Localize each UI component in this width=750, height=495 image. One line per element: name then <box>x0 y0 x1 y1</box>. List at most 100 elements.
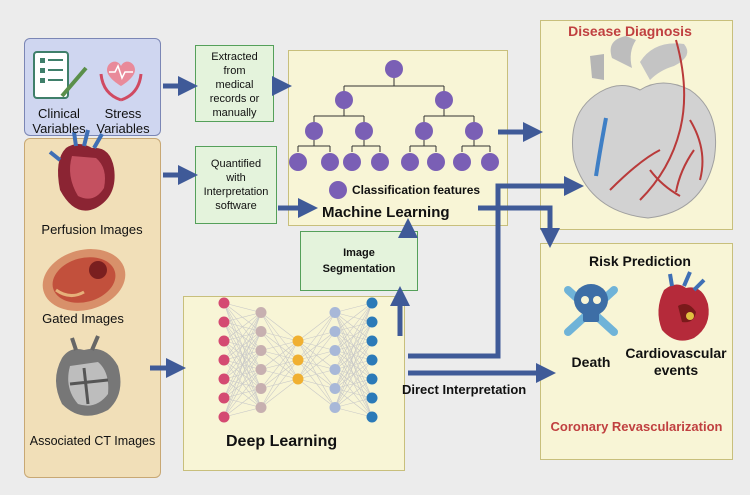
machine-learning-title: Machine Learning <box>322 204 450 221</box>
clinical-label-line-2: Variables <box>32 121 86 136</box>
nn-node <box>366 411 378 423</box>
nn-edge <box>334 378 373 408</box>
extracted-line: manually <box>212 107 257 119</box>
nn-node <box>329 383 341 394</box>
nn-edge <box>260 340 299 370</box>
nn-edge <box>223 407 262 418</box>
neural-network <box>223 302 373 418</box>
ct-heart-icon <box>56 335 121 416</box>
gated-images-label: Gated Images <box>42 311 124 326</box>
classification-features-label: Classification features <box>352 183 481 197</box>
cardiovascular-label-line-2: events <box>653 362 699 378</box>
nn-edge <box>334 302 373 351</box>
perfusion-heart-icon <box>48 129 115 211</box>
skull-crossbones-icon <box>564 284 618 336</box>
extracted-line: records or <box>209 93 260 105</box>
quantified-line: with <box>226 172 246 184</box>
clinical-label-line-1: Clinical <box>38 106 80 121</box>
direct-interpretation-label: Direct Interpretation <box>402 382 527 397</box>
nn-node <box>218 373 230 385</box>
nn-node <box>366 335 378 347</box>
nn-node <box>218 411 230 423</box>
anatomical-heart-icon <box>571 36 717 219</box>
nn-edge <box>297 369 336 380</box>
death-label: Death <box>571 354 611 370</box>
nn-node <box>218 392 230 404</box>
nn-edge <box>223 331 262 418</box>
nn-node <box>255 383 267 394</box>
nn-edge <box>334 302 373 313</box>
nn-node <box>218 316 230 328</box>
nn-edge <box>334 397 373 408</box>
nn-node <box>366 297 378 309</box>
extracted-text: Extracted from medical records or manual… <box>196 50 273 120</box>
nn-node <box>329 326 341 337</box>
segmentation-text: Image Segmentation <box>300 245 418 277</box>
nn-edge <box>297 378 336 389</box>
nn-edge <box>260 340 299 408</box>
neural-nodes <box>218 297 378 423</box>
tree-nodes <box>289 60 499 199</box>
nn-edge <box>260 312 299 342</box>
perfusion-images-label: Perfusion Images <box>41 222 143 237</box>
nn-edge <box>297 312 336 380</box>
nn-edge <box>297 350 336 380</box>
nn-edge <box>223 312 262 361</box>
risk-prediction-title: Risk Prediction <box>589 253 691 269</box>
segmentation-box <box>300 231 418 291</box>
nn-node <box>255 364 267 375</box>
nn-node <box>255 345 267 356</box>
nn-node <box>366 392 378 404</box>
nn-edge <box>260 359 299 408</box>
decision-tree <box>297 78 491 152</box>
nn-node <box>218 297 230 309</box>
nn-edge <box>223 388 262 418</box>
nn-node <box>292 335 304 347</box>
deep-learning-title: Deep Learning <box>226 433 338 450</box>
checklist-icon <box>33 51 88 99</box>
nn-node <box>255 326 267 337</box>
nn-node <box>329 364 341 375</box>
nn-node <box>366 373 378 385</box>
disease-diagnosis-title: Disease Diagnosis <box>568 23 692 39</box>
gated-slice-icon <box>42 249 126 311</box>
quantified-line: Quantified <box>210 158 262 170</box>
nn-node <box>255 307 267 318</box>
nn-edge <box>223 312 262 418</box>
nn-node <box>218 354 230 366</box>
extracted-line: Extracted <box>211 51 258 63</box>
quantified-line: Interpretation <box>203 186 269 198</box>
nn-edge <box>260 340 299 351</box>
nn-edge <box>260 378 299 408</box>
nn-edge <box>334 321 373 408</box>
nn-edge <box>334 340 373 408</box>
nn-edge <box>223 302 262 313</box>
nn-edge <box>297 378 336 408</box>
ct-images-label: Associated CT Images <box>29 434 156 448</box>
nn-node <box>292 354 304 366</box>
coronary-revascularization-label: Coronary Revascularization <box>550 419 723 434</box>
quantified-box <box>195 146 277 224</box>
nn-edge <box>260 331 299 342</box>
nn-node <box>329 307 341 318</box>
nn-edge <box>334 407 373 418</box>
quantified-text: Quantified with Interpretation software <box>196 157 276 213</box>
nn-node <box>366 316 378 328</box>
cardiovascular-label-line-1: Cardiovascular <box>625 345 727 361</box>
extracted-line: medical <box>215 79 254 91</box>
nn-node <box>329 345 341 356</box>
nn-edge <box>334 302 373 332</box>
nn-edge <box>223 350 262 418</box>
nn-node <box>218 335 230 347</box>
nn-edge <box>334 302 373 370</box>
nn-node <box>292 373 304 385</box>
quantified-line: software <box>215 200 257 212</box>
nn-edge <box>223 312 262 380</box>
nn-edge <box>334 302 373 408</box>
stress-label-line-1: Stress <box>104 106 142 121</box>
heart-hands-icon <box>99 61 143 102</box>
nn-node <box>329 402 341 413</box>
nn-edge <box>260 340 299 389</box>
legend-node <box>329 181 347 199</box>
